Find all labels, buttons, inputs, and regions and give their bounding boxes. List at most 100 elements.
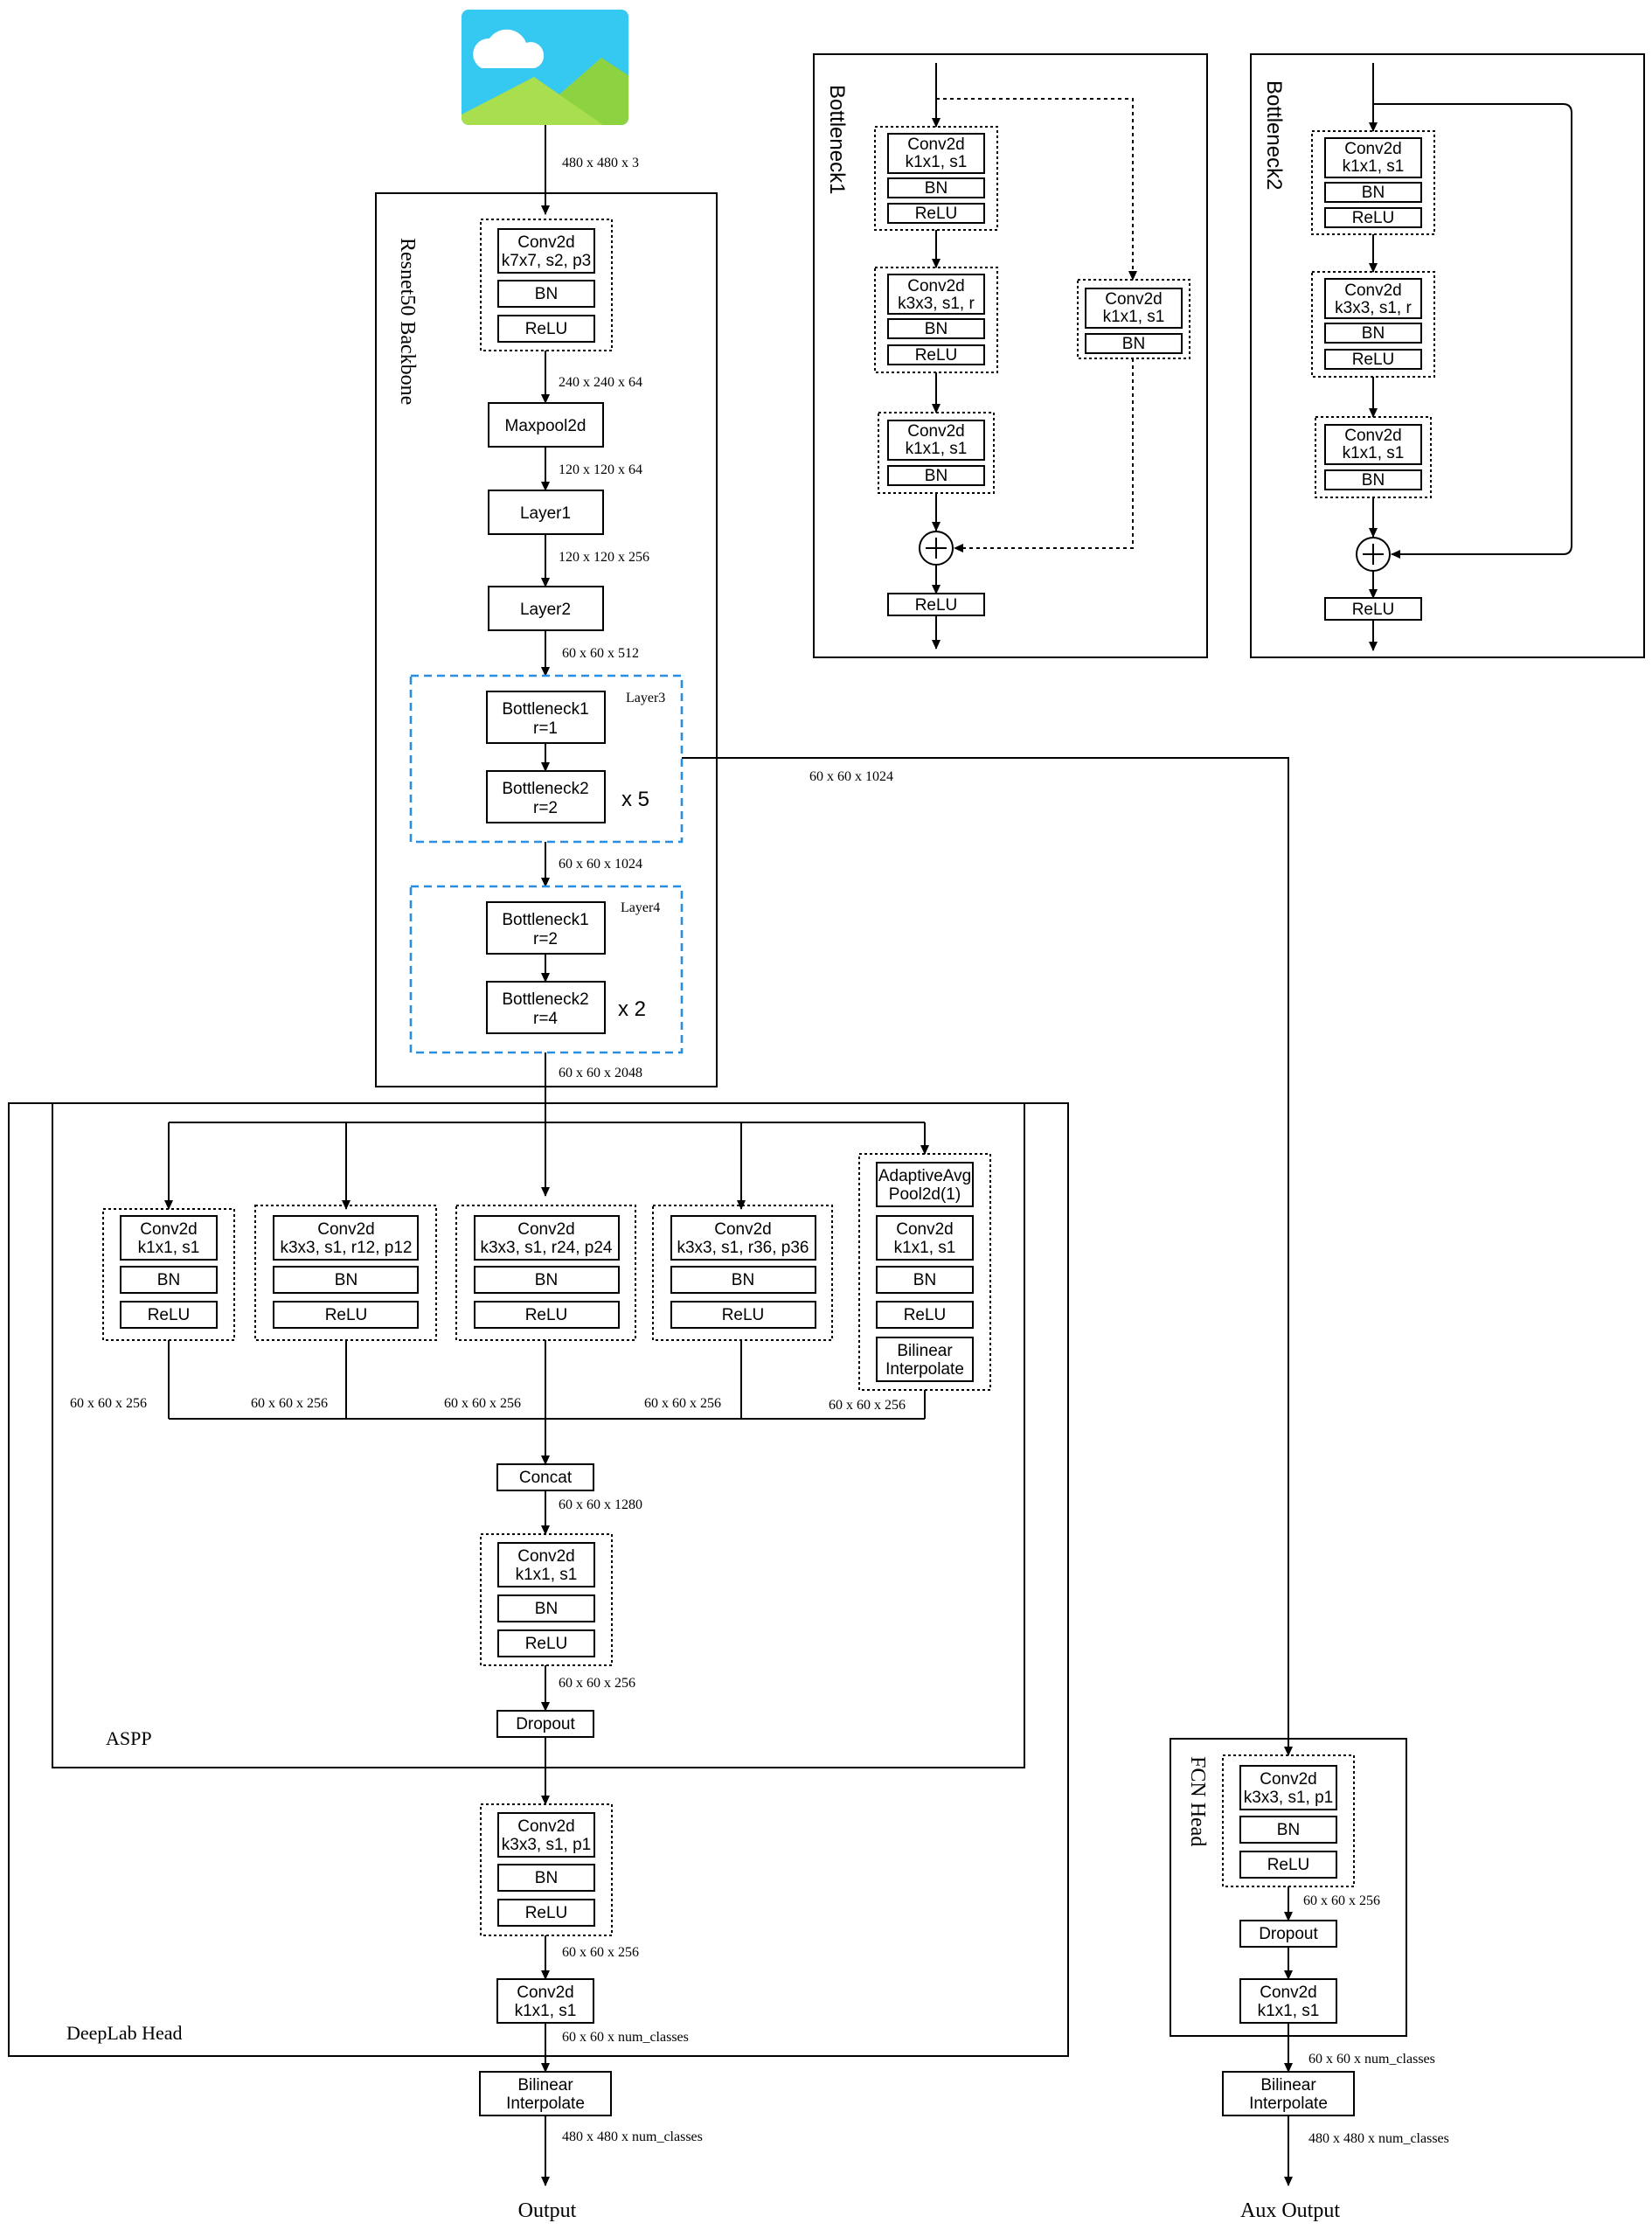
- layer4-bottleneck1: [486, 901, 606, 955]
- b2-c1-conv: [1324, 137, 1422, 178]
- aspp-branch3-conv-params: k3x3, s1, r24, p24: [480, 1239, 612, 1257]
- b2-c3-bn-label: BN: [1362, 471, 1385, 490]
- head-final-conv-label: Conv2d: [517, 1983, 574, 2002]
- dim-input: 480 x 480 x 3: [562, 156, 639, 170]
- maxpool-block: [488, 402, 604, 448]
- fcn-conv: [1239, 1765, 1337, 1810]
- aux-output-label: Aux Output: [1240, 2199, 1340, 2222]
- aspp-pool-bilinear-label: Bilinear: [897, 1342, 953, 1360]
- cloud-icon: [473, 29, 545, 68]
- b2-c3-params: k1x1, s1: [1343, 444, 1405, 462]
- aspp-frame: [52, 1102, 1025, 1768]
- aspp-branch1-relu: [120, 1301, 218, 1329]
- b1-c2-conv: [887, 274, 985, 315]
- layer4-bottleneck2: [486, 981, 606, 1034]
- aspp-branch2-bn-label: BN: [335, 1271, 357, 1289]
- b1-c2-bn: [887, 318, 985, 339]
- bottleneck1-title: Bottleneck1: [825, 85, 849, 194]
- layer3-b1-rate: r=1: [533, 719, 558, 738]
- fcn-dropout: [1239, 1920, 1337, 1948]
- aspp-pool-conv-label: Conv2d: [896, 1220, 954, 1239]
- b1-c3-bn: [887, 465, 985, 486]
- aspp-dropout: [496, 1710, 594, 1738]
- bottleneck1-frame: [813, 53, 1208, 658]
- fcn-relu-label: ReLU: [1267, 1856, 1310, 1874]
- b1-shortcut-conv: [1085, 288, 1183, 329]
- aspp-branch1-conv: [120, 1215, 218, 1261]
- b1-shortcut-params: k1x1, s1: [1103, 308, 1165, 326]
- layer4-b2-rate: r=4: [533, 1010, 558, 1028]
- aspp-branch3-group: [455, 1205, 636, 1341]
- b2-c2-params: k3x3, s1, r: [1335, 299, 1412, 317]
- head-conv-label: Conv2d: [517, 1817, 575, 1836]
- b2-c1-params: k1x1, s1: [1343, 157, 1405, 176]
- maxpool-label: Maxpool2d: [505, 417, 587, 435]
- dim-main-out: 480 x 480 x num_classes: [562, 2129, 703, 2144]
- aspp-pool-bn-label: BN: [913, 1271, 936, 1289]
- concat-block: [496, 1463, 594, 1491]
- head-conv-params: k3x3, s1, p1: [502, 1836, 591, 1854]
- b1-c2-label: Conv2d: [907, 277, 965, 295]
- b1-c3-bn-label: BN: [925, 467, 947, 485]
- b1-final-relu-label: ReLU: [915, 596, 958, 615]
- aspp-pool-relu: [876, 1301, 974, 1329]
- aspp-branch3-conv-label: Conv2d: [517, 1220, 575, 1239]
- stem-relu-label: ReLU: [525, 320, 568, 338]
- b1-c1-relu: [887, 203, 985, 224]
- head-relu: [497, 1899, 595, 1927]
- b1-c1-group: [874, 126, 998, 231]
- aspp-branch2-conv-label: Conv2d: [317, 1220, 375, 1239]
- dim-after-stem: 240 x 240 x 64: [559, 375, 642, 390]
- aspp-branch4-group: [652, 1205, 833, 1341]
- aspp-branch3-bn: [474, 1266, 620, 1294]
- fcn-relu: [1239, 1851, 1337, 1879]
- aspp-proj-conv-label: Conv2d: [517, 1547, 575, 1566]
- fcn-conv-label: Conv2d: [1260, 1770, 1317, 1789]
- b2-c2-bn-label: BN: [1362, 324, 1385, 343]
- layer4-b1-rate: r=2: [533, 930, 558, 948]
- b1-c1-bn-label: BN: [925, 179, 947, 198]
- head-final-conv-params: k1x1, s1: [515, 2002, 577, 2020]
- dim-aux-branch: 60 x 60 x 1024: [809, 769, 893, 784]
- b1-c1-bn: [887, 177, 985, 198]
- dim-after-head-conv: 60 x 60 x 256: [562, 1945, 639, 1960]
- dim-after-layer2: 60 x 60 x 512: [562, 646, 639, 661]
- main-bilinear-label: Bilinear: [517, 2076, 573, 2095]
- concat-label: Concat: [519, 1469, 573, 1487]
- head-conv: [497, 1812, 595, 1858]
- layer3-b2-rate: r=2: [533, 799, 558, 817]
- layer4-repeat: x 2: [618, 997, 646, 1021]
- aspp-branch4-relu: [670, 1301, 816, 1329]
- aspp-branch1-conv-params: k1x1, s1: [138, 1239, 200, 1257]
- b1-c2-bn-label: BN: [925, 320, 947, 338]
- aspp-branch2-bn: [273, 1266, 419, 1294]
- stem-relu: [497, 315, 595, 343]
- bottleneck2-title: Bottleneck2: [1262, 80, 1286, 190]
- aspp-branch4-relu-label: ReLU: [722, 1306, 765, 1324]
- stem-conv: [497, 228, 595, 274]
- aux-bilinear-label2: Interpolate: [1249, 2095, 1328, 2113]
- layer4-b1-label: Bottleneck1: [502, 911, 588, 929]
- aux-bilinear-label: Bilinear: [1260, 2076, 1316, 2095]
- layer4-title: Layer4: [621, 900, 660, 915]
- dim-after-concat: 60 x 60 x 1280: [559, 1497, 642, 1512]
- b2-c3-label: Conv2d: [1344, 427, 1402, 445]
- b1-shortcut-arrow: [936, 98, 1137, 281]
- aspp-branch2-dim: 60 x 60 x 256: [251, 1396, 328, 1411]
- stem-conv-label: Conv2d: [517, 233, 575, 252]
- aspp-pool-bilinear-label2: Interpolate: [885, 1360, 964, 1379]
- b1-shortcut-label: Conv2d: [1105, 290, 1163, 309]
- dim-after-layer3: 60 x 60 x 1024: [559, 857, 642, 872]
- b2-c3-conv: [1324, 424, 1422, 465]
- image-hill-front: [462, 77, 603, 125]
- aspp-pool-conv: [876, 1215, 974, 1261]
- dim-after-proj: 60 x 60 x 256: [559, 1676, 635, 1691]
- aspp-branch3-conv: [474, 1215, 620, 1261]
- aspp-pool-relu-label: ReLU: [904, 1306, 947, 1324]
- b2-c2-relu-label: ReLU: [1352, 351, 1395, 369]
- aspp-branch4-conv-label: Conv2d: [714, 1220, 772, 1239]
- deeplab-head-title: DeepLab Head: [66, 2022, 183, 2044]
- aspp-branch1-conv-label: Conv2d: [140, 1220, 198, 1239]
- aspp-proj-bn: [497, 1594, 595, 1622]
